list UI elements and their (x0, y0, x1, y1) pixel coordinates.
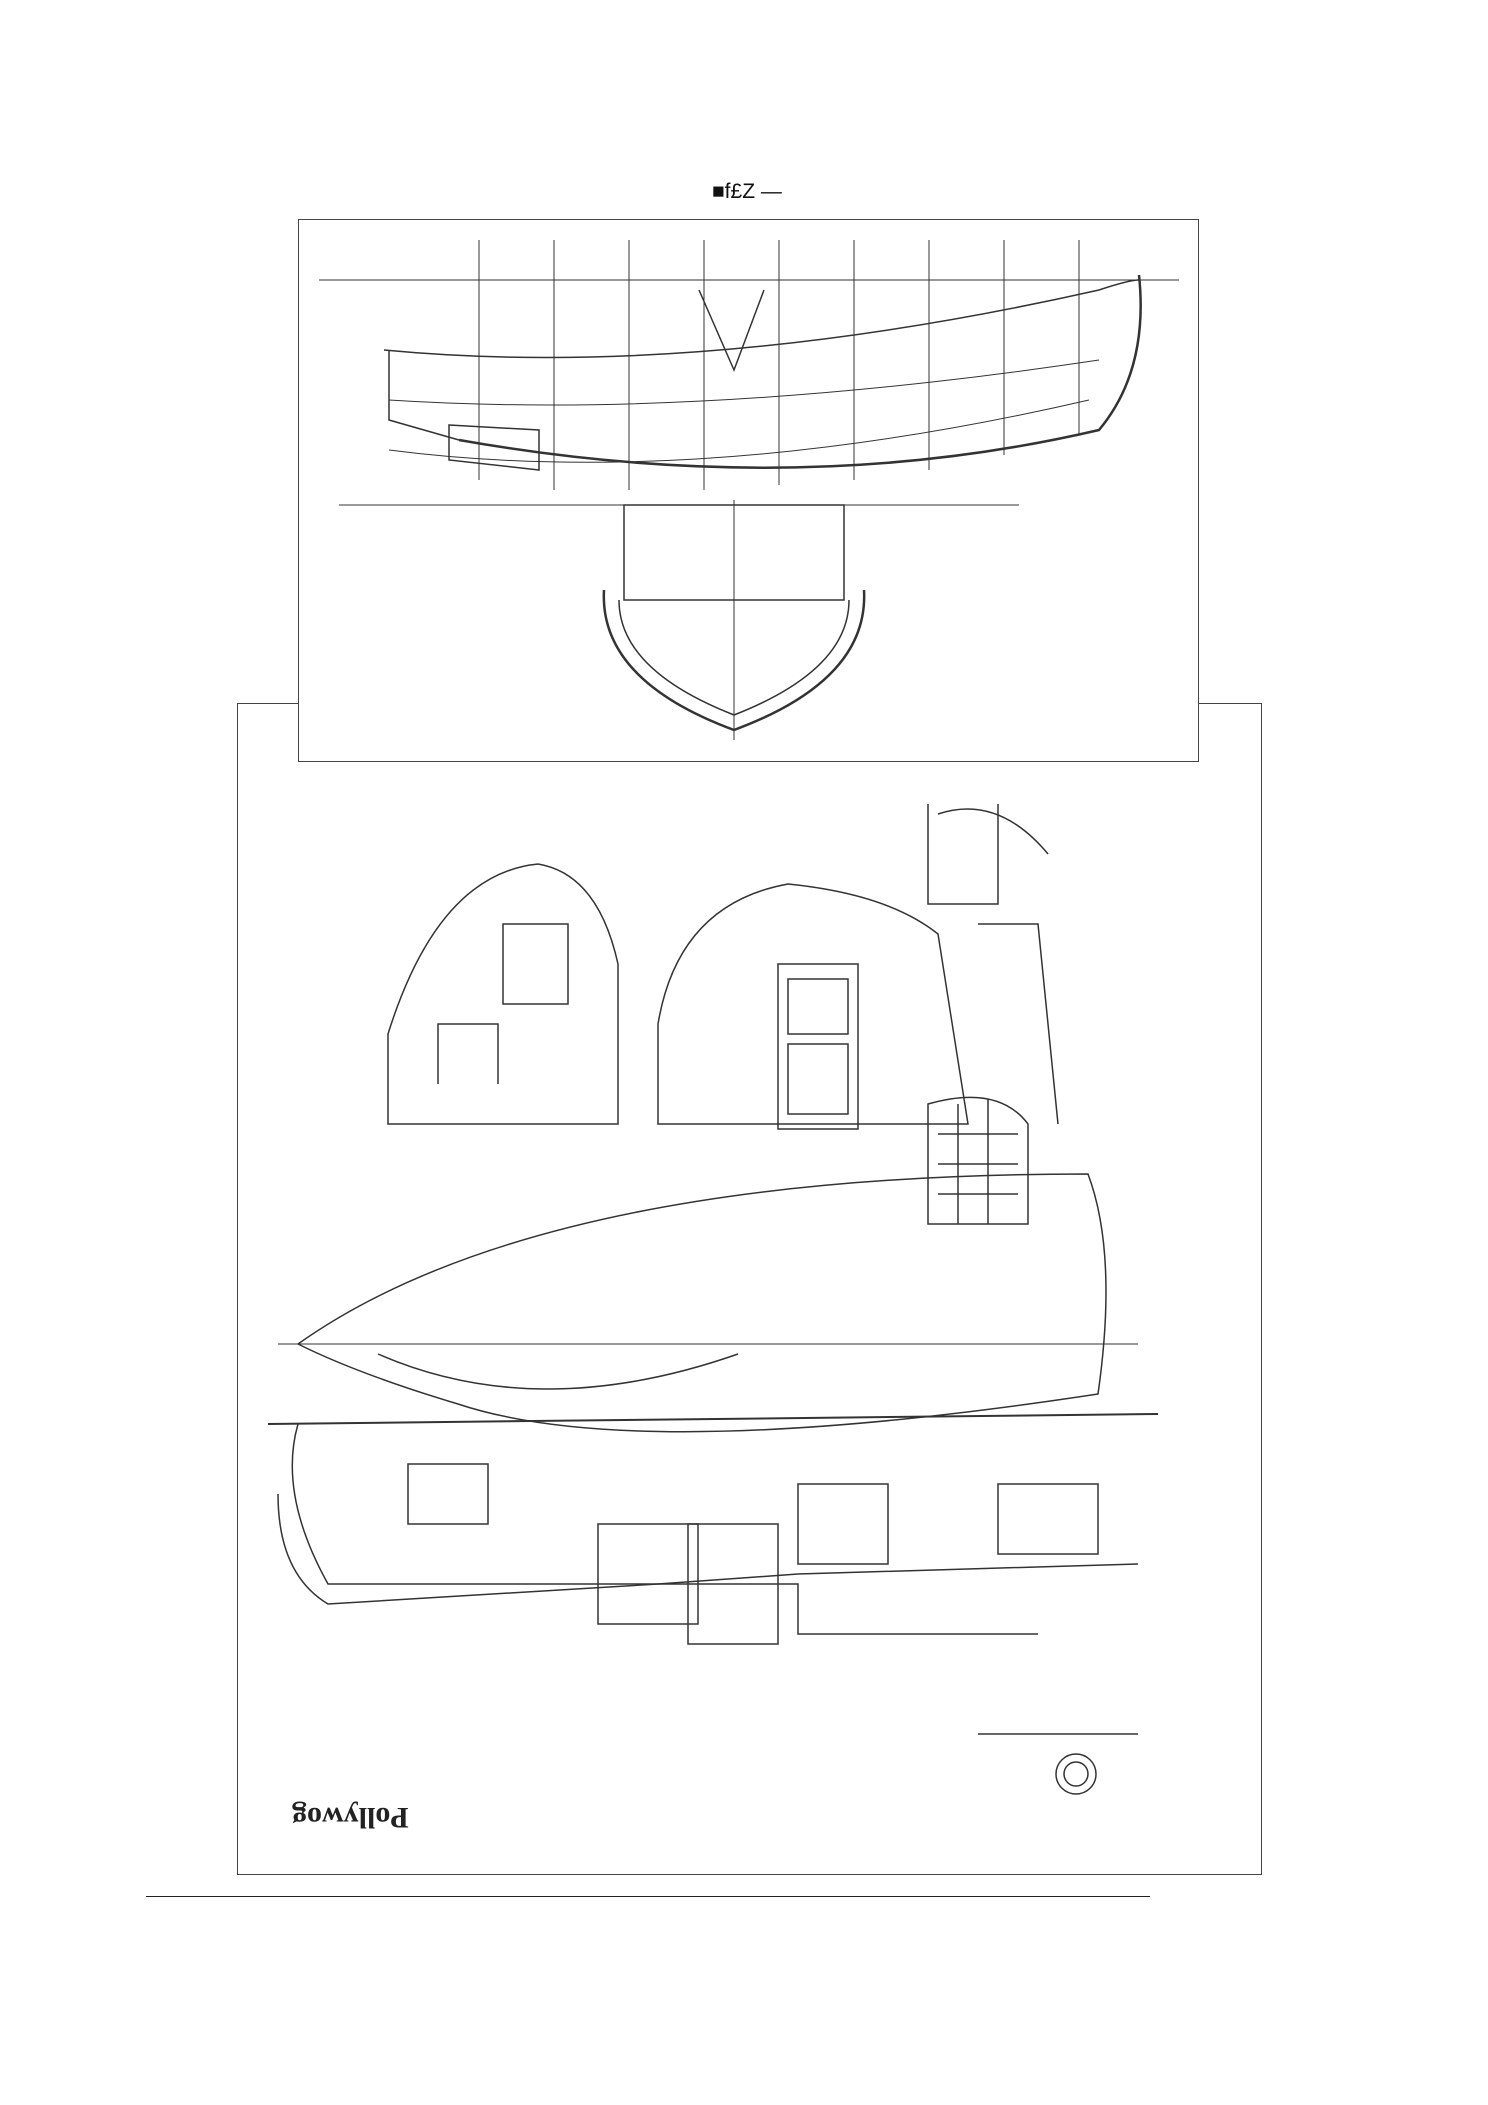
page-header: ■f£Z — (712, 180, 782, 203)
profile-drawing (298, 219, 1199, 762)
arrangement-drawing (237, 703, 1262, 1875)
footer-rule (146, 1896, 1150, 1897)
drawing-title: Pollywog (292, 1801, 409, 1834)
arrangement-sketch (267, 804, 1159, 1795)
profile-sketch (319, 240, 1179, 740)
